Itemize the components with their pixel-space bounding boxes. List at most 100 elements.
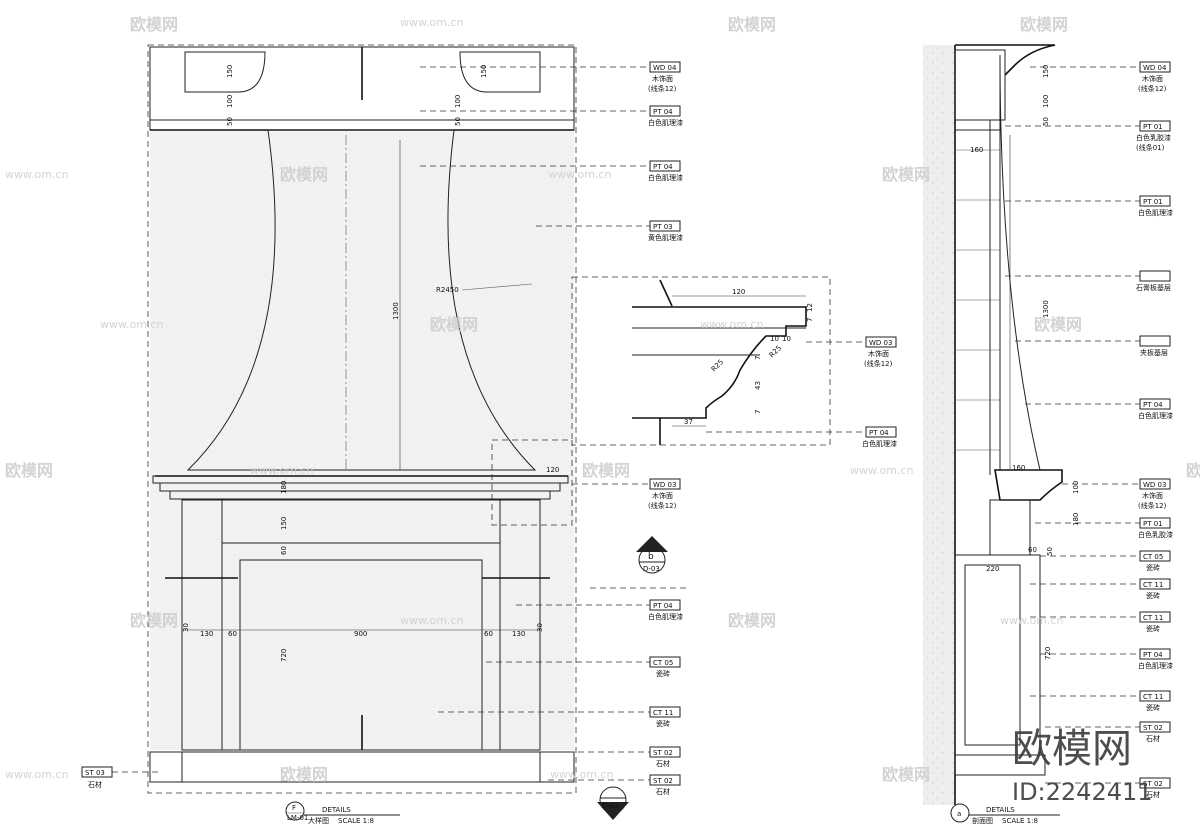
svg-text:ST 03: ST 03: [85, 769, 105, 777]
profile-detail-frame: [571, 276, 831, 446]
svg-text:CT 11: CT 11: [653, 709, 673, 717]
svg-text:DETAILS: DETAILS: [322, 806, 351, 814]
svg-text:石膏板基层: 石膏板基层: [1136, 283, 1171, 292]
mantel-profile: [632, 306, 807, 419]
svg-text:PT 04: PT 04: [653, 163, 673, 171]
svg-text:木饰面: 木饰面: [652, 74, 673, 83]
svg-text:F: F: [292, 804, 296, 812]
svg-text:PT 01: PT 01: [1143, 520, 1163, 528]
svg-text:www.om.cn: www.om.cn: [548, 168, 611, 181]
svg-text:木饰面: 木饰面: [1142, 491, 1163, 500]
side-label-9: CT 11 瓷砖: [1030, 578, 1171, 600]
side-section: 150 100 50 160 1300 160 100 180 60 50 22…: [923, 44, 1080, 805]
svg-text:木饰面: 木饰面: [652, 491, 673, 500]
side-label-1: PT 01 白色乳胶漆 (线条01): [1005, 120, 1171, 152]
svg-text:欧模网: 欧模网: [1020, 15, 1068, 34]
svg-text:60: 60: [280, 546, 288, 555]
svg-text:夹板基层: 夹板基层: [1140, 348, 1168, 357]
svg-text:PT 03: PT 03: [653, 223, 673, 231]
svg-text:50: 50: [226, 117, 234, 126]
label-ct05: CT 05 瓷砖: [486, 656, 681, 678]
label-pt04-b: PT 04 白色肌理漆: [420, 160, 683, 182]
detail-callout-box: [491, 439, 573, 526]
svg-text:R2450: R2450: [436, 286, 459, 294]
side-label-7: PT 01 白色乳胶漆: [1035, 517, 1173, 539]
hearth-section: [954, 754, 1046, 776]
radius-leader: [461, 283, 533, 291]
svg-text:WD 03: WD 03: [869, 339, 892, 347]
side-label-10: CT 11 瓷砖: [1030, 611, 1171, 633]
svg-text:180: 180: [1072, 513, 1080, 526]
svg-text:瓷砖: 瓷砖: [1146, 563, 1160, 572]
svg-text:瓷砖: 瓷砖: [656, 719, 670, 728]
label-pt03: PT 03 黄色肌理漆: [536, 220, 683, 242]
firebox-section: [954, 554, 1041, 756]
svg-text:50: 50: [1046, 547, 1054, 556]
svg-text:130: 130: [512, 630, 525, 638]
svg-text:木饰面: 木饰面: [868, 349, 889, 358]
svg-text:DETAILS: DETAILS: [986, 806, 1015, 814]
svg-text:43: 43: [754, 381, 762, 390]
svg-text:CT 11: CT 11: [1143, 581, 1163, 589]
svg-text:白色肌理漆: 白色肌理漆: [648, 173, 683, 182]
svg-text:瓷砖: 瓷砖: [1146, 624, 1160, 633]
label-wd03: WD 03 木饰面 (线条12): [572, 478, 681, 510]
svg-text:50: 50: [454, 117, 462, 126]
svg-text:150: 150: [480, 65, 488, 78]
svg-text:120: 120: [546, 466, 559, 474]
svg-text:R25: R25: [710, 358, 725, 373]
svg-text:ST 02: ST 02: [653, 777, 673, 785]
svg-text:WD 04: WD 04: [653, 64, 677, 72]
svg-text:10: 10: [770, 335, 779, 343]
svg-text:白色肌理漆: 白色肌理漆: [648, 612, 683, 621]
svg-text:120: 120: [732, 288, 745, 296]
svg-text:瓷砖: 瓷砖: [1146, 591, 1160, 600]
profile-detail: 120 10 10 7 12 R25 R25 7 43 7 37 WD 03 木…: [571, 276, 897, 448]
side-label-13: ST 02 石材: [1045, 721, 1171, 743]
svg-text:石材: 石材: [656, 787, 670, 796]
side-label-11: PT 04 白色肌理漆: [1040, 648, 1173, 670]
svg-text:www.om.cn: www.om.cn: [5, 768, 68, 781]
detail-label-pt04: PT 04 白色肌理漆: [706, 426, 897, 448]
svg-text:1300: 1300: [1042, 300, 1050, 318]
svg-text:PT 01: PT 01: [1143, 198, 1163, 206]
svg-text:www.om.cn: www.om.cn: [1000, 614, 1063, 627]
watermark-brand-2: 欧模网欧模网: [728, 15, 1068, 34]
svg-text:(线条12): (线条12): [648, 84, 677, 93]
elevation-frame: [147, 44, 577, 794]
top-cornice: [149, 46, 575, 131]
svg-text:720: 720: [1044, 647, 1052, 660]
svg-text:150: 150: [226, 65, 234, 78]
svg-text:欧模网: 欧模网: [1034, 315, 1082, 334]
svg-text:欧模网: 欧模网: [582, 461, 630, 480]
side-label-4: 夹板基层: [1015, 335, 1171, 357]
svg-text:黄色肌理漆: 黄色肌理漆: [648, 233, 683, 242]
svg-text:LM-01: LM-01: [287, 814, 308, 822]
svg-text:ID:2242411: ID:2242411: [1012, 778, 1153, 806]
svg-text:WD 03: WD 03: [1143, 481, 1166, 489]
svg-text:50: 50: [1042, 117, 1050, 126]
svg-text:欧模网: 欧模网: [280, 165, 328, 184]
svg-text:12: 12: [806, 303, 814, 312]
svg-text:7: 7: [754, 410, 762, 414]
svg-text:PT 04: PT 04: [653, 602, 673, 610]
svg-text:ST 02: ST 02: [653, 749, 673, 757]
svg-text:SCALE 1:8: SCALE 1:8: [338, 817, 374, 825]
svg-text:900: 900: [354, 630, 367, 638]
svg-text:R25: R25: [768, 344, 783, 359]
svg-text:ST 02: ST 02: [1143, 780, 1163, 788]
svg-text:160: 160: [970, 146, 983, 154]
svg-text:剖面图: 剖面图: [972, 816, 993, 825]
svg-text:欧模网: 欧模网: [130, 15, 178, 34]
svg-text:(线条12): (线条12): [1138, 501, 1167, 510]
label-pt04-c: PT 04 白色肌理漆: [516, 599, 683, 621]
svg-text:欧模网: 欧模网: [882, 765, 930, 784]
svg-text:7: 7: [806, 318, 814, 322]
svg-text:石材: 石材: [656, 759, 670, 768]
svg-text:www.om.cn: www.om.cn: [400, 16, 463, 29]
svg-text:D-03: D-03: [643, 565, 660, 573]
section-marker-bottom: D-02: [597, 786, 629, 820]
svg-text:PT 04: PT 04: [653, 108, 673, 116]
